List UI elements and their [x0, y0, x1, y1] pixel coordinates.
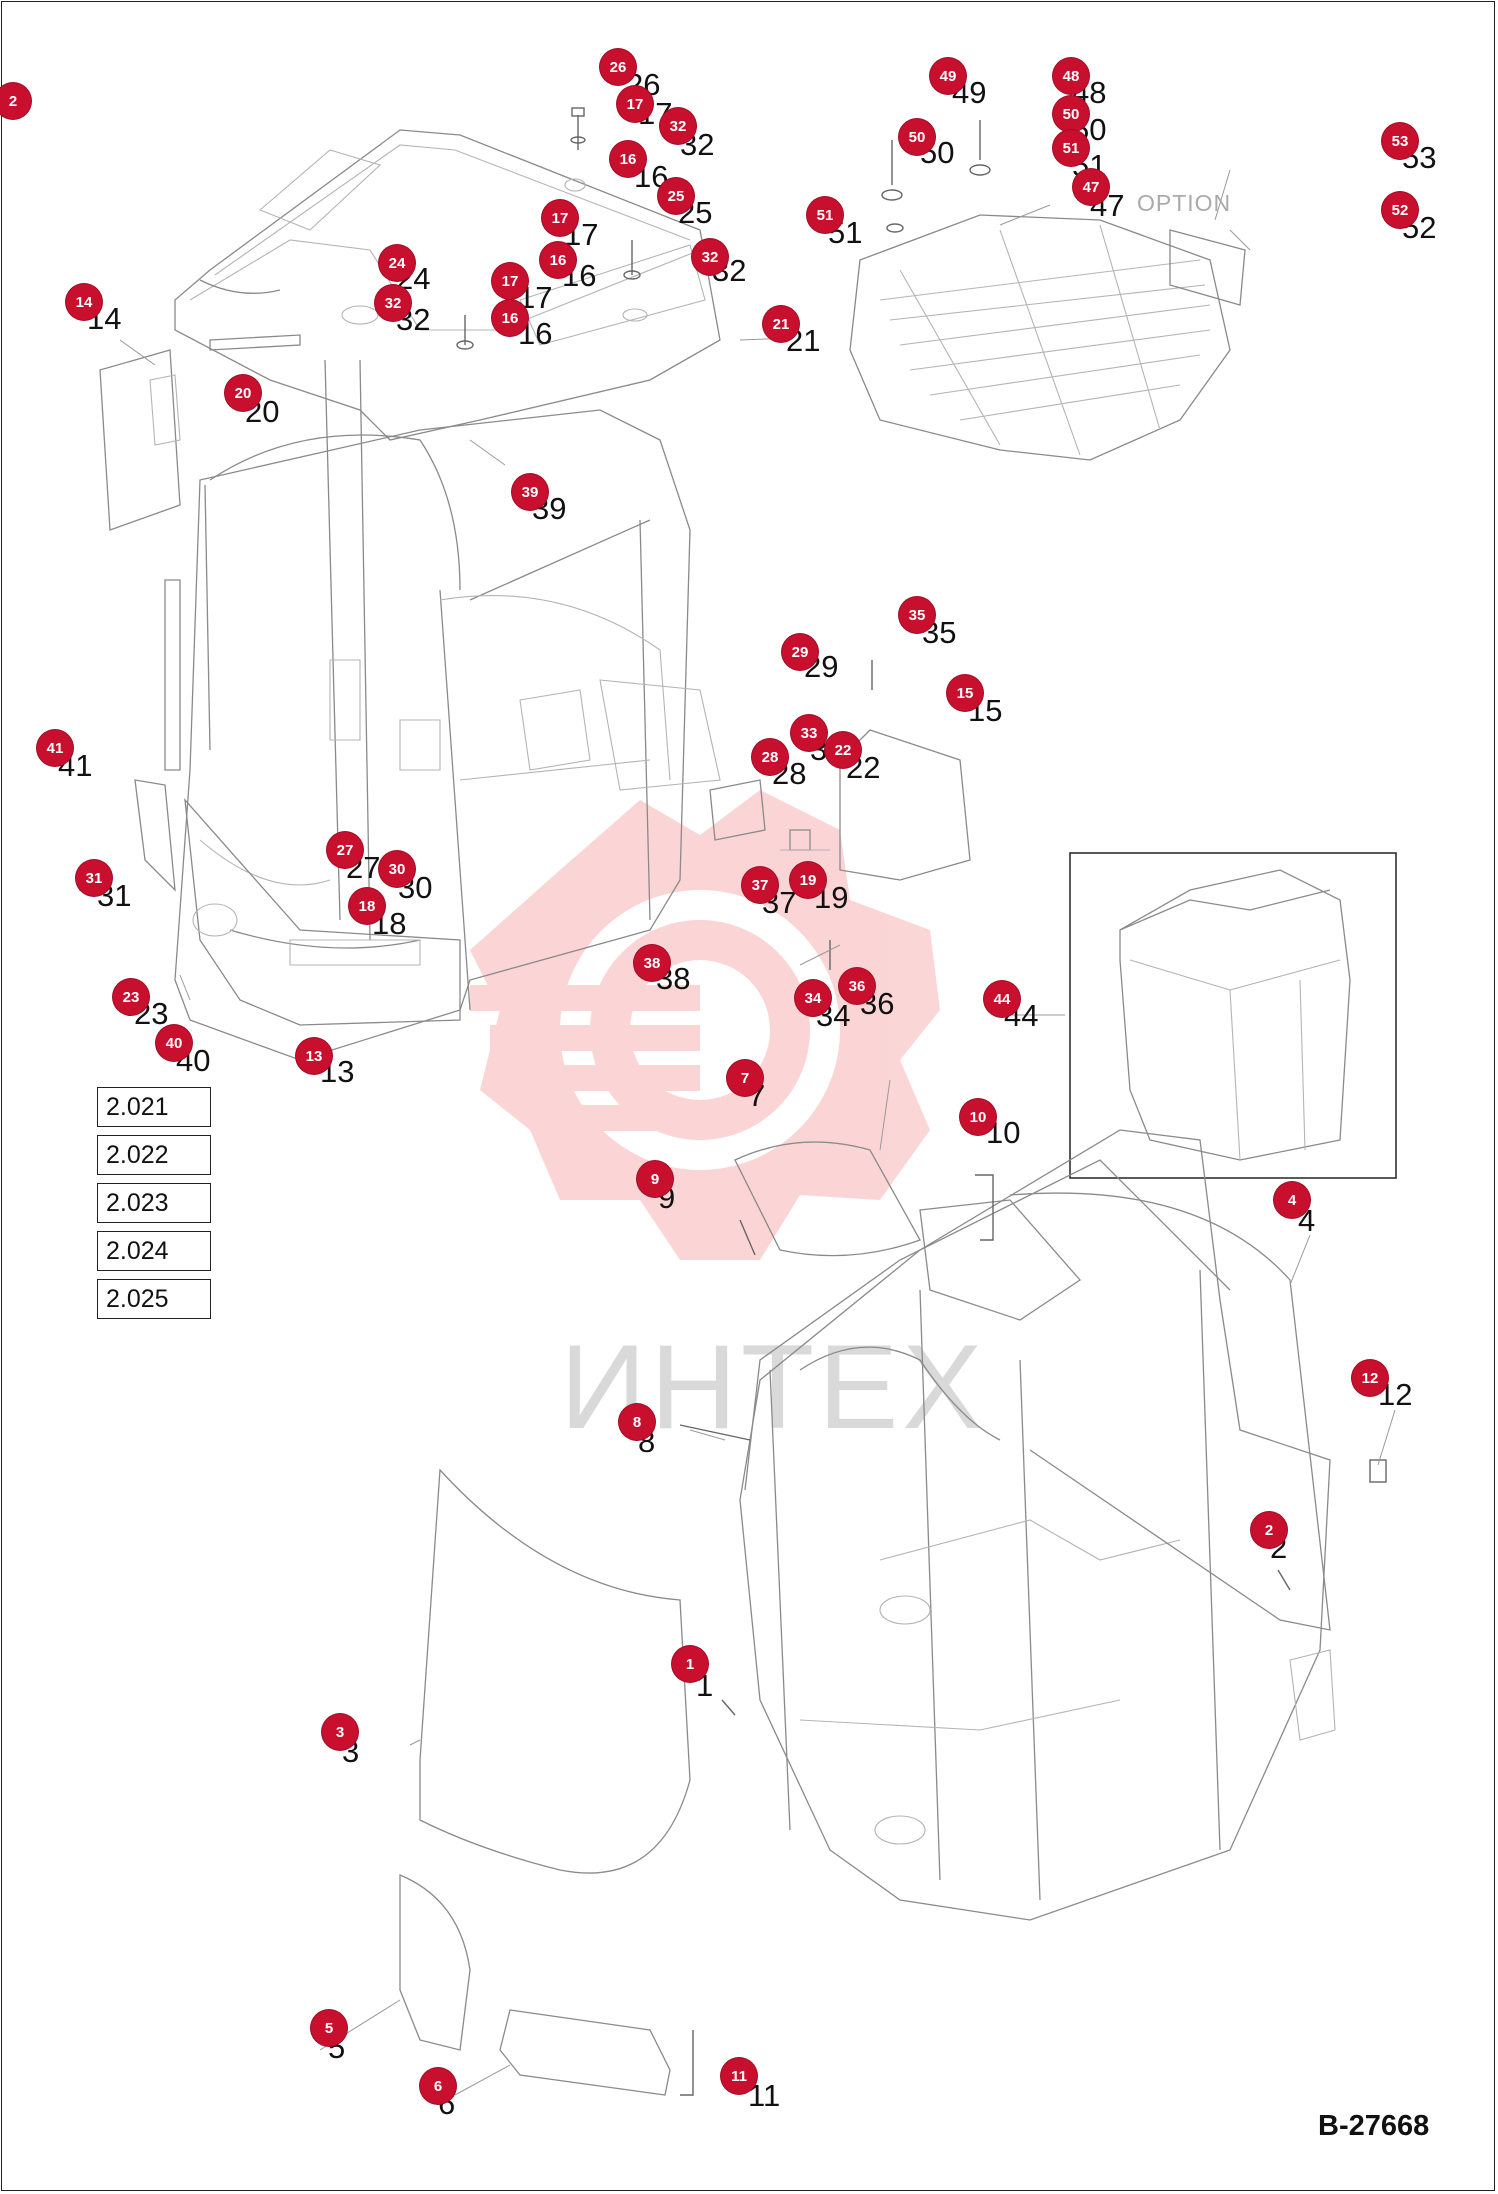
- drawing-number: B-27668: [1318, 2110, 1430, 2142]
- part-marker-35[interactable]: 35: [899, 597, 935, 633]
- part-marker-3[interactable]: 3: [322, 1714, 358, 1750]
- part-marker-33[interactable]: 33: [791, 715, 827, 751]
- part-marker-17[interactable]: 17: [617, 86, 653, 122]
- part-marker-32b[interactable]: 32: [692, 239, 728, 275]
- part-marker-49[interactable]: 49: [930, 58, 966, 94]
- part-marker-51b[interactable]: 51: [807, 197, 843, 233]
- middle-brackets: [709, 660, 971, 970]
- part-marker-23[interactable]: 23: [113, 979, 149, 1015]
- part-marker-29[interactable]: 29: [782, 634, 818, 670]
- part-marker-36[interactable]: 36: [839, 968, 875, 1004]
- part-marker-50b[interactable]: 50: [1053, 96, 1089, 132]
- part-marker-31[interactable]: 31: [76, 860, 112, 896]
- part-marker-50[interactable]: 50: [899, 119, 935, 155]
- small-parts: [679, 1174, 1387, 2096]
- part-marker-1[interactable]: 1: [672, 1646, 708, 1682]
- front-window-3: [419, 1468, 691, 1874]
- side-window-5: [399, 1874, 471, 2051]
- reference-box-2025[interactable]: 2.025: [97, 1279, 211, 1319]
- option-label: OPTION: [1137, 190, 1232, 216]
- upper-door-panels: [99, 334, 301, 892]
- part-marker-37[interactable]: 37: [742, 867, 778, 903]
- part-marker-28[interactable]: 28: [752, 739, 788, 775]
- part-marker-9[interactable]: 9: [637, 1161, 673, 1197]
- part-marker-22[interactable]: 22: [825, 732, 861, 768]
- part-marker-12[interactable]: 12: [1352, 1360, 1388, 1396]
- part-marker-32c[interactable]: 32: [375, 285, 411, 321]
- part-marker-16b[interactable]: 16: [540, 242, 576, 278]
- part-marker-14[interactable]: 14: [66, 284, 102, 320]
- part-marker-30[interactable]: 30: [379, 851, 415, 887]
- part-marker-25[interactable]: 25: [658, 178, 694, 214]
- part-marker-38[interactable]: 38: [634, 945, 670, 981]
- lower-cab-frame: [739, 1129, 1336, 1921]
- part-marker-47[interactable]: 47: [1073, 169, 1109, 205]
- part-marker-20[interactable]: 20: [225, 375, 261, 411]
- part-marker-8[interactable]: 8: [619, 1404, 655, 1440]
- part-marker-corner-2[interactable]: 2: [0, 83, 31, 119]
- part-marker-16[interactable]: 16: [610, 141, 646, 177]
- part-marker-26[interactable]: 26: [600, 49, 636, 85]
- inset-cab-view: [1069, 852, 1397, 1179]
- reference-box-2021[interactable]: 2.021: [97, 1087, 211, 1127]
- part-marker-5[interactable]: 5: [311, 2010, 347, 2046]
- part-marker-41[interactable]: 41: [37, 730, 73, 766]
- part-marker-4[interactable]: 4: [1274, 1182, 1310, 1218]
- part-marker-7[interactable]: 7: [727, 1060, 763, 1096]
- reference-box-2024[interactable]: 2.024: [97, 1231, 211, 1271]
- part-marker-44[interactable]: 44: [984, 981, 1020, 1017]
- leader-lines: [119, 169, 1396, 2096]
- reference-box-2023[interactable]: 2.023: [97, 1183, 211, 1223]
- part-marker-15[interactable]: 15: [947, 675, 983, 711]
- roof-hardware: [456, 107, 641, 350]
- upper-cab-frame: [164, 359, 721, 1061]
- part-marker-21[interactable]: 21: [763, 306, 799, 342]
- lower-window-6: [499, 2009, 671, 2096]
- part-marker-11[interactable]: 11: [721, 2058, 757, 2094]
- rear-window-4: [1009, 1192, 1331, 1631]
- part-marker-39[interactable]: 39: [512, 474, 548, 510]
- part-marker-53[interactable]: 53: [1382, 123, 1418, 159]
- part-marker-51[interactable]: 51: [1053, 130, 1089, 166]
- part-marker-17c[interactable]: 17: [492, 263, 528, 299]
- part-marker-6[interactable]: 6: [420, 2068, 456, 2104]
- part-marker-40[interactable]: 40: [156, 1025, 192, 1061]
- part-marker-10[interactable]: 10: [960, 1099, 996, 1135]
- part-marker-16c[interactable]: 16: [492, 300, 528, 336]
- part-marker-18[interactable]: 18: [349, 888, 385, 924]
- part-marker-17b[interactable]: 17: [542, 200, 578, 236]
- part-marker-52[interactable]: 52: [1382, 192, 1418, 228]
- top-guard-option: [849, 120, 1246, 461]
- part-marker-34[interactable]: 34: [795, 980, 831, 1016]
- part-marker-2[interactable]: 2: [1251, 1512, 1287, 1548]
- part-marker-48[interactable]: 48: [1053, 58, 1089, 94]
- part-marker-13[interactable]: 13: [296, 1038, 332, 1074]
- roof-assembly: [174, 129, 721, 441]
- part-marker-19[interactable]: 19: [790, 862, 826, 898]
- lower-front-panel: [184, 798, 461, 1026]
- part-marker-32[interactable]: 32: [660, 108, 696, 144]
- segment-window-7: [734, 1141, 921, 1257]
- part-marker-24[interactable]: 24: [379, 245, 415, 281]
- part-marker-27[interactable]: 27: [327, 832, 363, 868]
- reference-box-2022[interactable]: 2.022: [97, 1135, 211, 1175]
